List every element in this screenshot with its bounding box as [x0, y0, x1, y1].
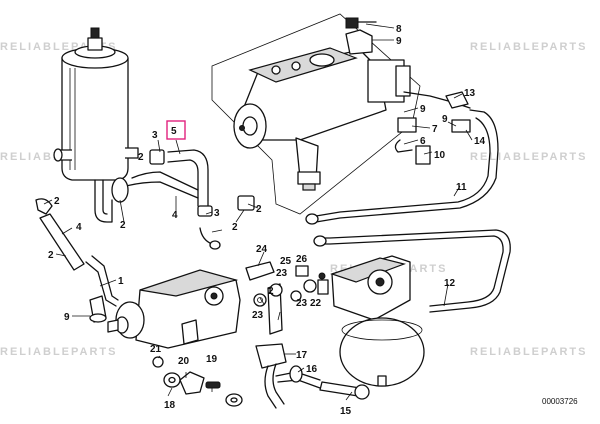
callout-4[interactable]: 4	[172, 210, 178, 221]
callout-12[interactable]: 12	[444, 278, 456, 289]
callout-18[interactable]: 18	[164, 400, 176, 411]
callout-3[interactable]: 3	[152, 130, 158, 141]
callout-14[interactable]: 14	[474, 136, 486, 147]
union-fittings	[245, 261, 329, 335]
callout-17[interactable]: 17	[296, 350, 308, 361]
callout-2[interactable]: 2	[48, 250, 54, 261]
callout-23[interactable]: 23	[296, 298, 308, 309]
callout-13[interactable]: 13	[464, 88, 476, 99]
steering-gearbox	[211, 13, 421, 215]
bracket-and-hose	[255, 343, 370, 409]
callout-9[interactable]: 9	[420, 104, 426, 115]
mount-hardware	[152, 356, 243, 407]
highlight-box	[166, 120, 186, 140]
callout-19[interactable]: 19	[206, 354, 218, 365]
callout-15[interactable]: 15	[340, 406, 352, 417]
leader-lines	[43, 23, 473, 401]
callout-11[interactable]: 11	[456, 182, 467, 193]
callout-1[interactable]: 1	[118, 276, 124, 287]
pressure-line-fittings	[305, 91, 511, 313]
callouts: 8 9 13 9 7 9 6 10 14 11 12 3 5 2 4 3 2 2…	[48, 24, 486, 417]
return-hose	[35, 149, 255, 271]
callout-10[interactable]: 10	[434, 150, 446, 161]
callout-6[interactable]: 6	[420, 136, 426, 147]
callout-21[interactable]: 21	[150, 344, 162, 355]
callout-7[interactable]: 7	[432, 124, 438, 135]
callout-22[interactable]: 22	[310, 298, 322, 309]
callout-8[interactable]: 8	[396, 24, 402, 35]
callout-23[interactable]: 23	[276, 268, 288, 279]
callout-2[interactable]: 2	[54, 196, 60, 207]
callout-2[interactable]: 2	[232, 222, 238, 233]
svg-text:RELIABLEPARTS: RELIABLEPARTS	[470, 151, 587, 163]
callout-2[interactable]: 2	[256, 204, 262, 215]
callout-24[interactable]: 24	[256, 244, 268, 255]
svg-text:RELIABLEPARTS: RELIABLEPARTS	[0, 346, 117, 358]
callout-9[interactable]: 9	[442, 114, 448, 125]
callout-9[interactable]: 9	[396, 36, 402, 47]
callout-5[interactable]: 5	[171, 126, 177, 137]
callout-20[interactable]: 20	[178, 356, 190, 367]
svg-text:RELIABLEPARTS: RELIABLEPARTS	[470, 346, 587, 358]
callout-23[interactable]: 23	[252, 310, 264, 321]
hydraulic-accumulator	[330, 255, 425, 387]
callout-2[interactable]: 2	[138, 152, 144, 163]
callout-26[interactable]: 26	[296, 254, 308, 265]
callout-2[interactable]: 2	[268, 286, 274, 297]
callout-4[interactable]: 4	[76, 222, 82, 233]
callout-25[interactable]: 25	[280, 256, 292, 267]
callout-3[interactable]: 3	[214, 208, 220, 219]
callout-16[interactable]: 16	[306, 364, 318, 375]
callout-2[interactable]: 2	[120, 220, 126, 231]
callout-9[interactable]: 9	[64, 312, 70, 323]
svg-text:RELIABLEPARTS: RELIABLEPARTS	[470, 41, 587, 53]
watermark: RELIABLEPARTS RELIABLEPARTS RELIABLEPART…	[0, 41, 587, 358]
reference-number: 00003726	[542, 397, 578, 406]
power-steering-pump	[85, 255, 241, 349]
